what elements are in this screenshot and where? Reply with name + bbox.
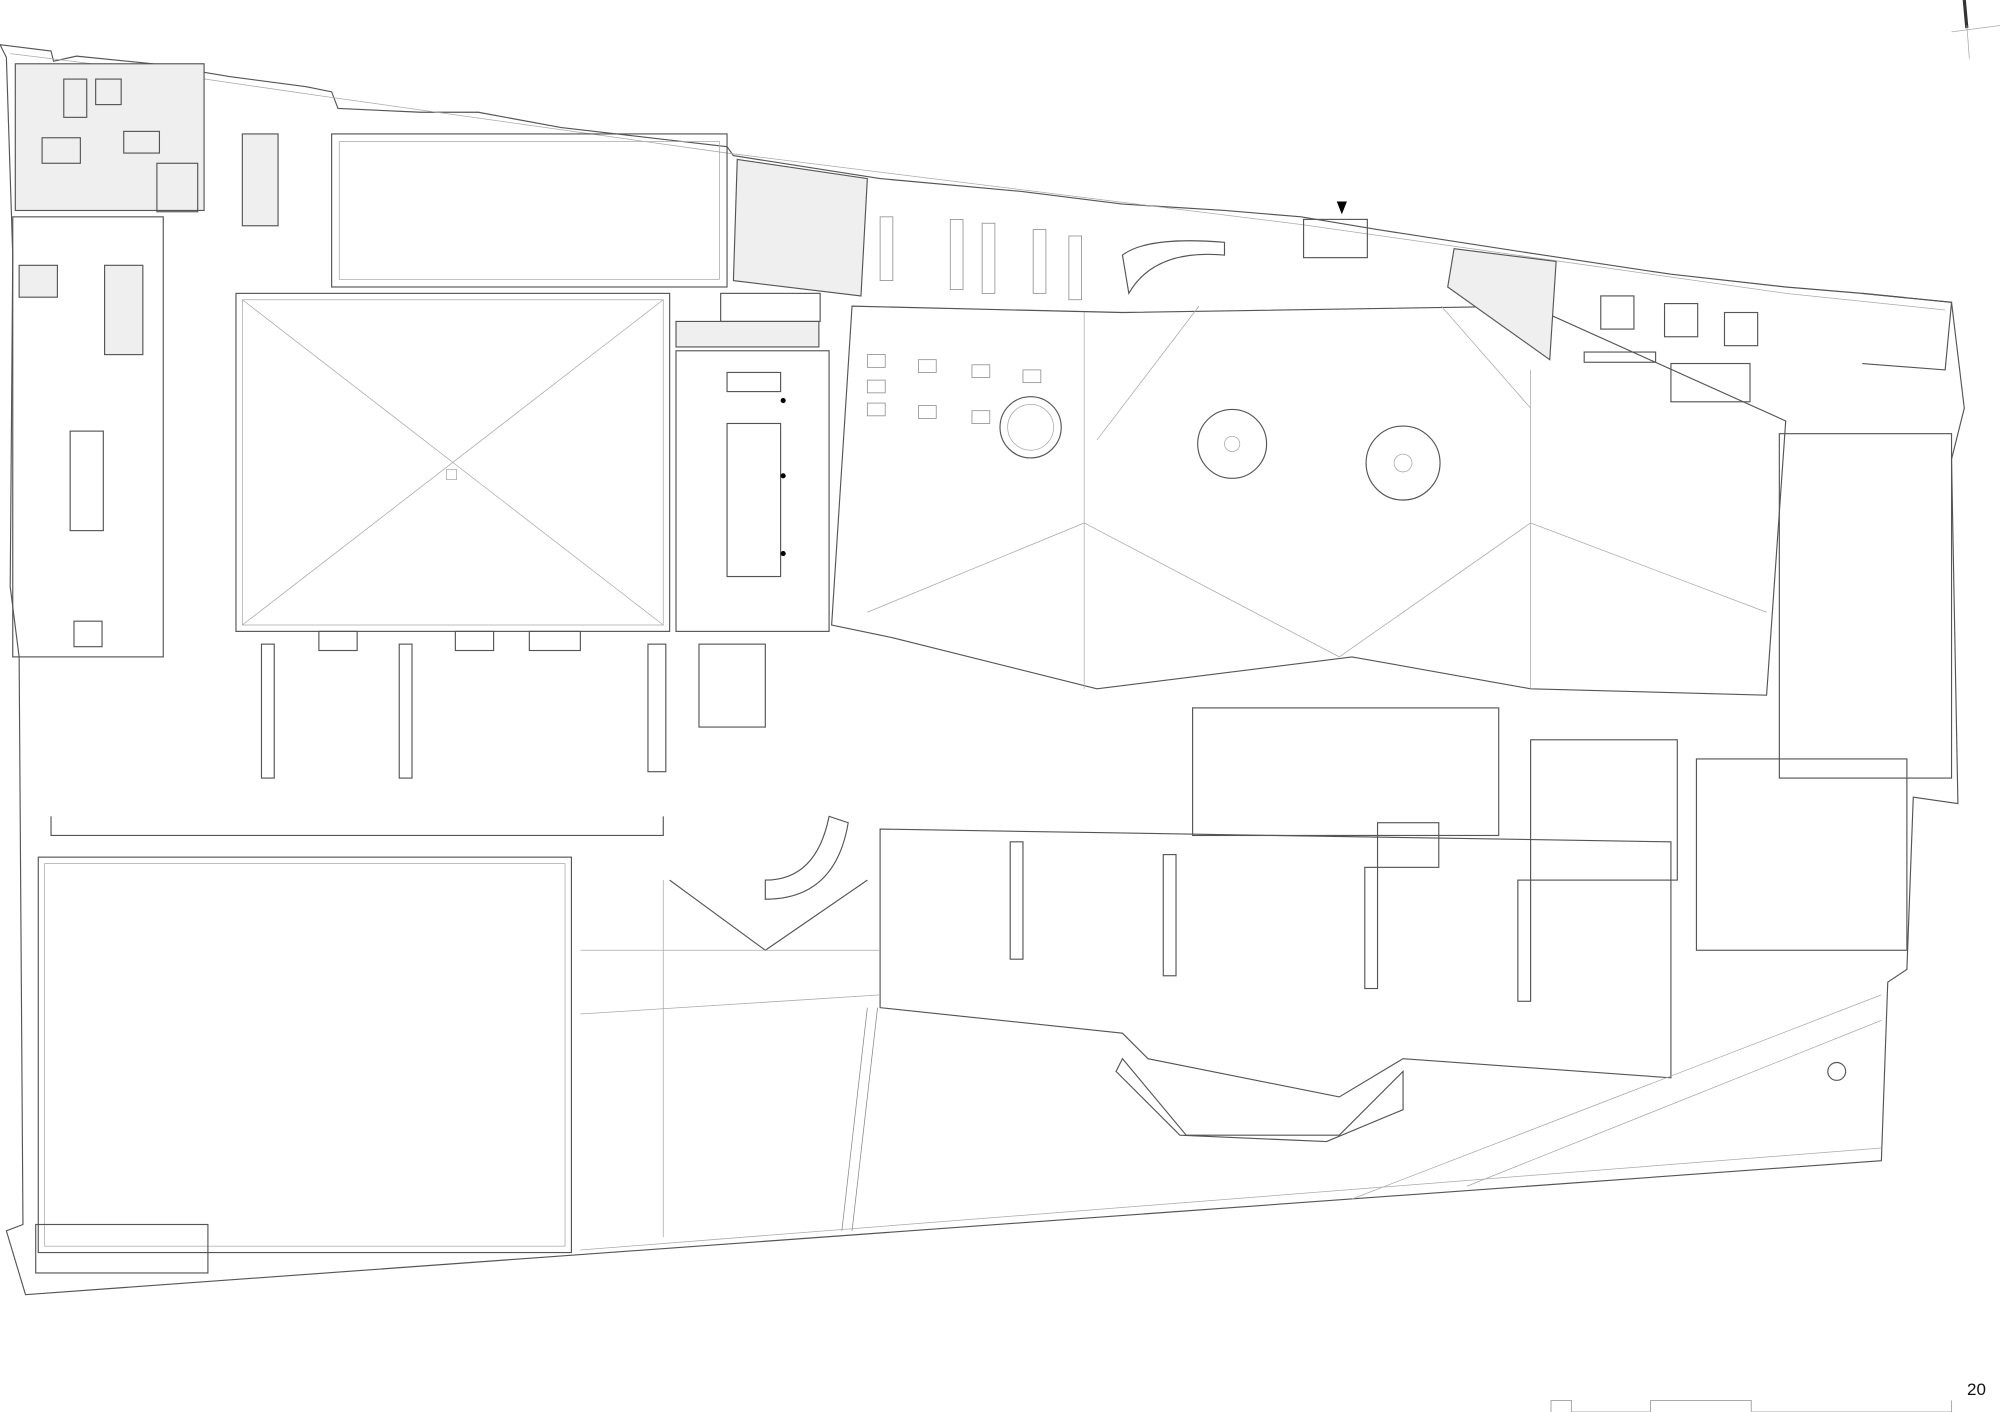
steps [851, 1007, 878, 1231]
courtyard-edge [338, 141, 720, 280]
stair-core [698, 643, 766, 728]
column [780, 551, 786, 557]
column-block [1723, 311, 1759, 347]
outer-wall-inner [10, 53, 1946, 311]
room-shaded [732, 158, 868, 297]
room-shaded [675, 320, 820, 348]
column [780, 473, 786, 479]
triangle-marker-icon [1336, 201, 1347, 215]
scale-bar [1550, 1400, 1953, 1412]
room [1192, 707, 1500, 837]
room-shaded [14, 63, 205, 212]
room-shaded [104, 264, 144, 356]
table [69, 430, 104, 532]
stair [73, 620, 103, 648]
vaulted-hall [235, 292, 671, 632]
room [41, 137, 81, 164]
north-arrow-icon [1951, 0, 2000, 59]
stair [1376, 822, 1440, 868]
room-shaded [1447, 248, 1557, 361]
paving-line [1466, 1020, 1882, 1187]
piers [260, 630, 667, 779]
curved-wall [1121, 240, 1226, 296]
room [1670, 362, 1751, 403]
column [780, 397, 786, 404]
outer-wall [0, 44, 1965, 1296]
round-column-inner [1393, 453, 1413, 473]
room [63, 78, 88, 118]
column-block [1600, 295, 1635, 330]
right-wing [1778, 433, 1953, 779]
room [675, 350, 830, 632]
hall-line [867, 522, 1085, 613]
table [726, 422, 782, 578]
toilets [1530, 739, 1678, 881]
room [1695, 758, 1908, 951]
stair-wall [669, 879, 868, 951]
left-wing [12, 216, 164, 658]
round-column [999, 396, 1062, 459]
boundary-line [580, 1147, 1882, 1251]
ramp-line [580, 994, 881, 1015]
paving-line [1351, 994, 1882, 1200]
stair-bottom-left [35, 1223, 209, 1274]
round-column [1365, 425, 1441, 501]
hall-line [1096, 305, 1200, 441]
hall-line [1530, 522, 1767, 613]
stair-right [1862, 292, 1953, 371]
column-block [1663, 303, 1699, 338]
piers [1009, 841, 1532, 1002]
table-group [866, 216, 1083, 424]
courtyard-top [331, 133, 728, 288]
round-column [1197, 408, 1268, 479]
vaulted-hall-inner [241, 299, 664, 626]
vault-line [242, 299, 664, 626]
room-shaded [18, 264, 58, 298]
room-shaded [241, 133, 279, 227]
bench [1583, 351, 1657, 363]
hall-line [1441, 305, 1531, 409]
table [726, 371, 782, 393]
lower-rooms [879, 828, 1672, 1098]
room [95, 78, 122, 106]
round-column-inner [1224, 435, 1241, 452]
hall-line [1084, 522, 1340, 658]
room [123, 130, 161, 154]
lower-court [37, 856, 573, 1254]
hall-line [1339, 522, 1531, 658]
stair [720, 292, 821, 323]
entrance-vestibule [1302, 218, 1368, 259]
stepped-apse [1115, 1057, 1404, 1143]
steps [841, 1007, 868, 1231]
tree-icon [1827, 1061, 1847, 1081]
stair-core [156, 162, 199, 213]
vault-center [446, 469, 458, 480]
lower-court-inner [44, 863, 566, 1247]
arcade-wall [50, 816, 664, 837]
curved-stair [764, 815, 849, 900]
round-column-inner [1007, 403, 1054, 451]
scale-bar-label: 20 [1967, 1380, 1986, 1399]
